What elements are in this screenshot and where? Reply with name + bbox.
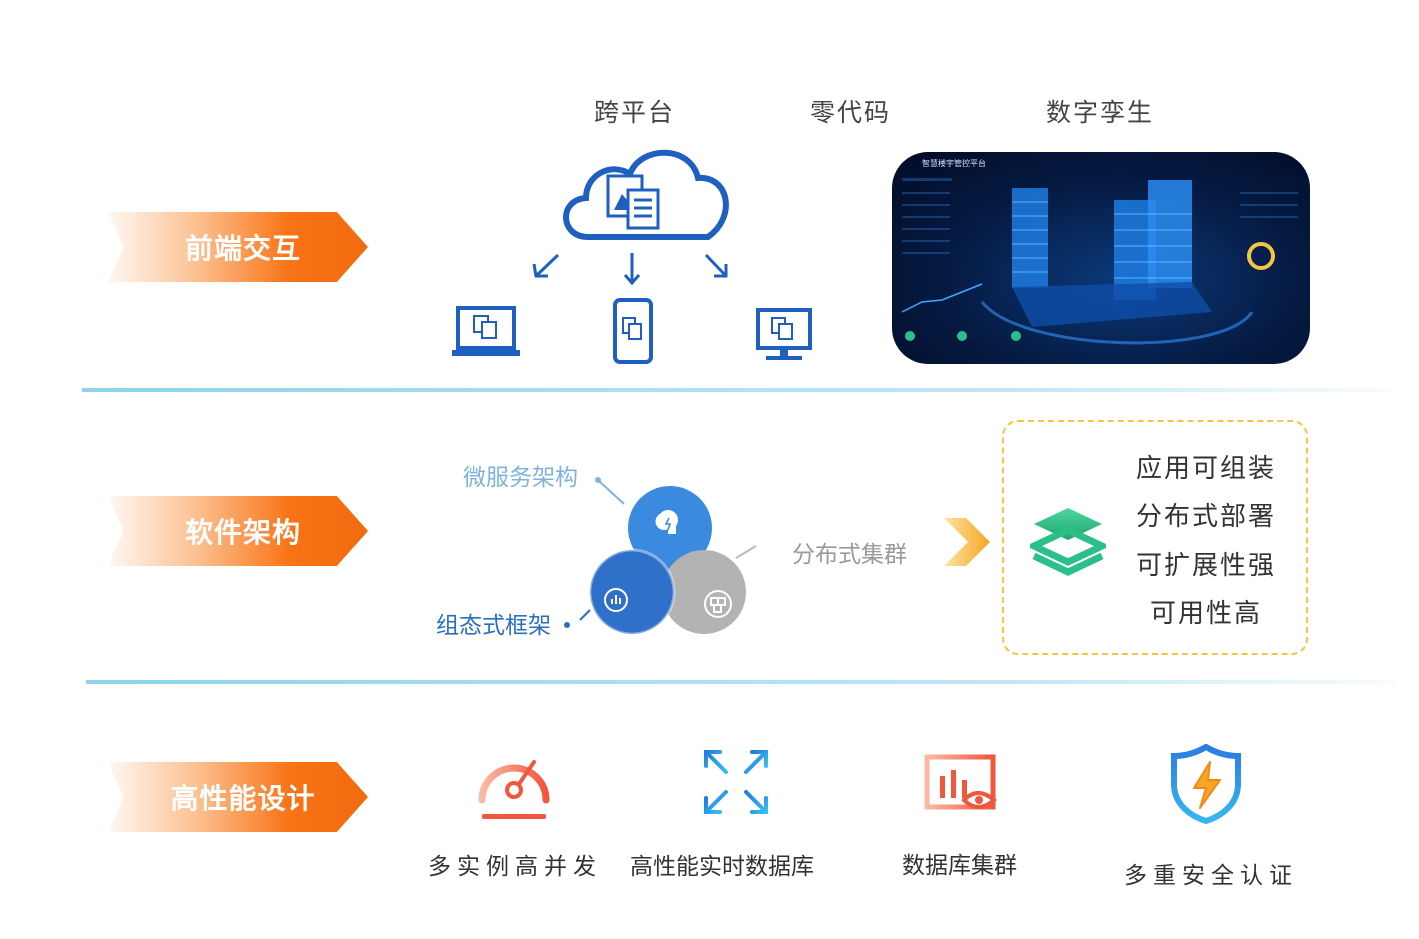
feature-digital-twin: 数字孪生 [1046, 98, 1155, 127]
trend-line [901, 283, 983, 313]
building-right-icon [1114, 180, 1192, 300]
benefit-scalable: 可扩展性强 [1136, 551, 1277, 581]
arrow-icons [532, 253, 728, 286]
row-tag-architecture: 软件架构 [108, 496, 368, 566]
feature-cross-platform: 跨平台 [594, 98, 676, 127]
cloud-devices-illustration [452, 149, 812, 364]
security-shield-icon [1171, 744, 1241, 824]
podium-shape [1012, 282, 1212, 327]
label-configurable-framework: 组态式框架 [436, 613, 551, 639]
cubes-icon [704, 590, 732, 618]
cloud-icon [563, 149, 729, 240]
monitor-icon [756, 308, 812, 360]
chevron-right-icon [944, 518, 990, 566]
left-panel [902, 178, 952, 254]
layers-icon [1030, 508, 1106, 576]
donut-chart-icon [1247, 242, 1275, 270]
database-monitor-icon [924, 754, 998, 810]
feature-zero-code: 零代码 [810, 98, 892, 127]
speedometer-icon [478, 760, 550, 819]
benefits-box [1002, 420, 1308, 655]
brain-icon [655, 510, 678, 534]
divider-1 [82, 388, 1394, 392]
digital-twin-dashboard: 智慧楼宇管控平台 [892, 152, 1310, 364]
building-left-icon [1012, 188, 1048, 288]
label-distributed-cluster: 分布式集群 [792, 542, 907, 568]
cluster-node [662, 550, 746, 634]
laptop-icon [452, 306, 520, 356]
dashboard-graphics [901, 178, 1298, 345]
benefit-distributed: 分布式部署 [1136, 502, 1277, 532]
row-tag-performance: 高性能设计 [108, 762, 368, 832]
document-icon [606, 174, 660, 230]
row-tag-performance-label: 高性能设计 [170, 782, 316, 815]
perf-realtime-db: 高性能实时数据库 [630, 854, 814, 880]
label-microservice: 微服务架构 [463, 465, 578, 491]
bottom-stats [905, 331, 1021, 341]
dashboard-title: 智慧楼宇管控平台 [922, 159, 986, 168]
row-tag-frontend-label: 前端交互 [184, 232, 301, 265]
perf-concurrency: 多实例高并发 [428, 854, 602, 880]
expand-icon [704, 750, 768, 814]
row-tag-frontend: 前端交互 [108, 212, 368, 282]
benefit-available: 可用性高 [1150, 599, 1263, 629]
row-tag-architecture-label: 软件架构 [184, 516, 301, 549]
chart-cycle-icon [604, 588, 628, 612]
framework-node [590, 550, 674, 634]
benefit-assemble: 应用可组装 [1136, 454, 1277, 484]
right-panel [1240, 192, 1298, 218]
ground-ring [980, 301, 1254, 345]
perf-db-cluster: 数据库集群 [902, 853, 1017, 879]
architecture-circles [564, 477, 757, 636]
perf-security: 多重安全认证 [1124, 863, 1298, 889]
divider-2 [86, 680, 1396, 684]
phone-icon [613, 298, 653, 364]
